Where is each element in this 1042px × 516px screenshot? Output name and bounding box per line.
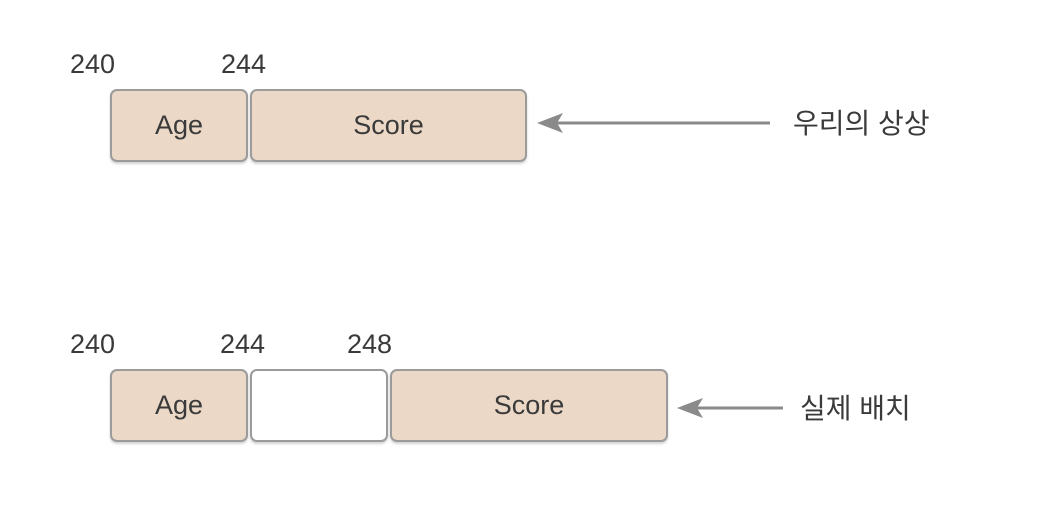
memory-cell-age: Age xyxy=(110,369,248,442)
address-label-248: 248 xyxy=(347,329,393,359)
left-arrow-icon xyxy=(537,113,770,133)
left-arrow-icon xyxy=(677,398,783,418)
address-label-244: 244 xyxy=(220,329,266,359)
memory-cell-score: Score xyxy=(250,89,527,162)
address-label-240: 240 xyxy=(70,49,116,79)
memory-cell-label: Score xyxy=(353,110,424,140)
memory-cell-score: Score xyxy=(390,369,668,442)
address-label-240: 240 xyxy=(70,329,116,359)
annotation-label: 우리의 상상 xyxy=(793,108,930,139)
memory-cell-label: Age xyxy=(154,110,204,140)
memory-cell-label: Score xyxy=(493,390,565,420)
address-label-244: 244 xyxy=(221,49,267,79)
annotation-label: 실제 배치 xyxy=(800,393,911,424)
memory-cell-label: Age xyxy=(154,390,204,420)
memory-cell-padding xyxy=(250,369,388,442)
memory-cell-age: Age xyxy=(110,89,248,162)
